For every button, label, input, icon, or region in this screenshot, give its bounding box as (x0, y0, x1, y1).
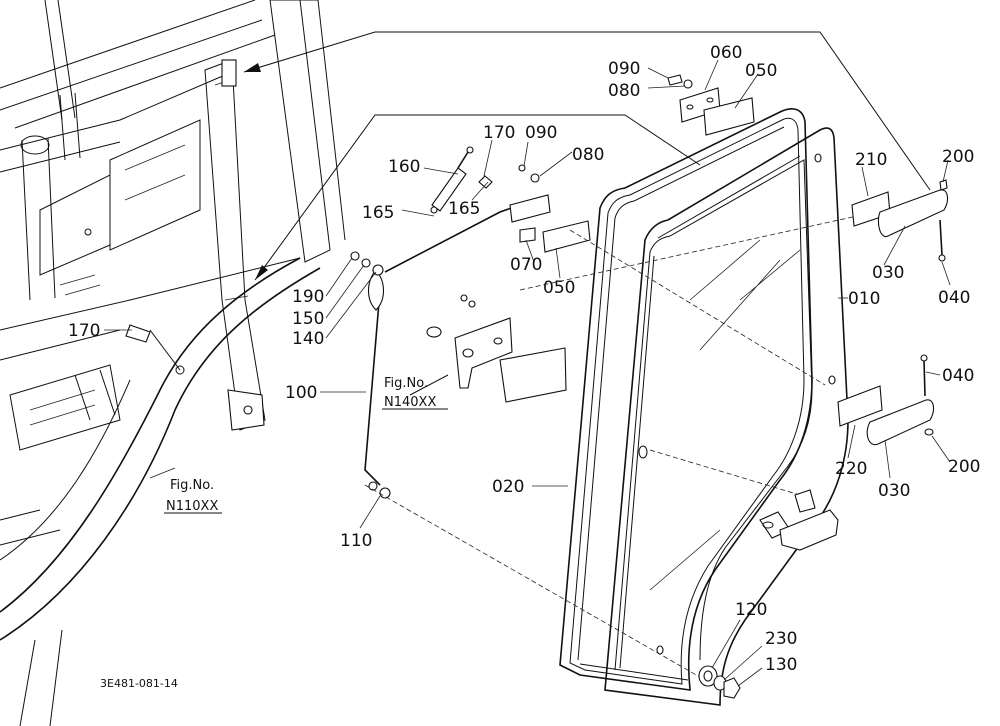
label-130: 130 (765, 655, 797, 675)
label-140: 140 (292, 329, 324, 349)
label-030-top: 030 (872, 263, 904, 283)
figure-references: Fig.No. N140XX Fig.No. N110XX (164, 376, 448, 514)
label-060: 060 (710, 43, 742, 63)
label-040-top: 040 (938, 288, 970, 308)
latch-brackets (759, 489, 839, 551)
label-080-top: 080 (608, 81, 640, 101)
top-hinge-plates (667, 74, 755, 136)
label-150: 150 (292, 309, 324, 329)
label-165-right: 165 (448, 199, 480, 219)
label-120: 120 (735, 600, 767, 620)
label-090-top: 090 (608, 59, 640, 79)
label-110: 110 (340, 531, 372, 551)
fig-ref-code-n140: N140XX (384, 395, 436, 410)
label-210: 210 (855, 150, 887, 170)
cab-frame (0, 0, 346, 726)
fig-ref-code-n110: N110XX (166, 499, 218, 514)
right-hinges (837, 179, 949, 446)
label-220: 220 (835, 459, 867, 479)
label-030-bottom: 030 (878, 481, 910, 501)
label-070: 070 (510, 255, 542, 275)
label-200-top: 200 (942, 147, 974, 167)
label-190: 190 (292, 287, 324, 307)
label-040-bottom: 040 (942, 366, 974, 386)
label-200-bottom: 200 (948, 457, 980, 477)
reference-leaders (149, 31, 931, 371)
fig-ref-caption-n140: Fig.No. (384, 376, 428, 391)
label-230: 230 (765, 629, 797, 649)
part-number-labels: 090 080 060 050 170 090 080 160 165 165 … (68, 43, 980, 675)
label-100: 100 (285, 383, 317, 403)
label-090-mid: 090 (525, 123, 557, 143)
label-050-mid: 050 (543, 278, 575, 298)
gas-strut-assembly (350, 146, 591, 499)
label-080-mid: 080 (572, 145, 604, 165)
fig-ref-caption-n110: Fig.No. (170, 478, 214, 493)
label-leaders (104, 59, 951, 687)
label-170-top: 170 (483, 123, 515, 143)
label-160: 160 (388, 157, 420, 177)
label-050-top: 050 (745, 61, 777, 81)
bottom-hardware (698, 665, 741, 699)
document-id: 3E481-081-14 (100, 677, 178, 690)
label-020: 020 (492, 477, 524, 497)
label-165-left: 165 (362, 203, 394, 223)
label-170-left: 170 (68, 321, 100, 341)
label-010: 010 (848, 289, 880, 309)
door-glass-assembly (364, 108, 931, 706)
lower-hinge-bracket (409, 294, 567, 403)
